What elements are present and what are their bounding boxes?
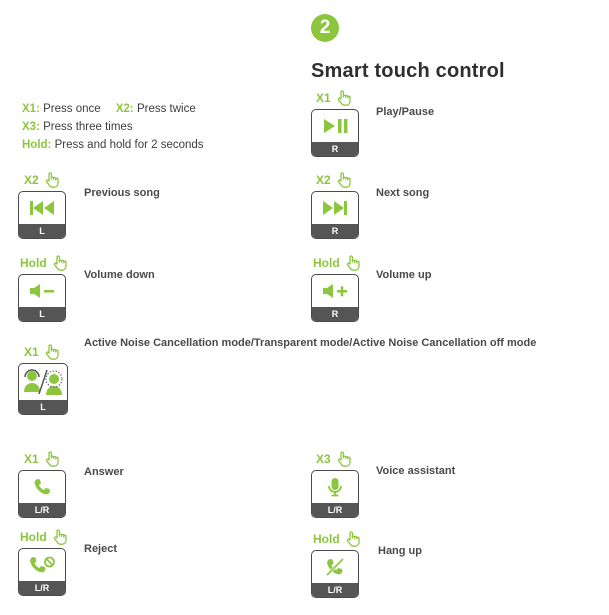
microphone-icon	[328, 478, 342, 497]
play-pause-icon	[324, 119, 348, 133]
tap-hand-icon	[45, 451, 59, 467]
answer-button[interactable]: L/R	[18, 470, 66, 518]
anc-mode-icon	[24, 369, 63, 395]
legend-line-1: X1: Press once X2: Press twice	[22, 103, 196, 115]
anc-mode-button[interactable]: L	[18, 363, 68, 415]
tap-hand-icon	[337, 172, 351, 188]
answer-label: Answer	[84, 466, 124, 478]
gesture-reject: Hold	[20, 528, 67, 546]
gesture-label: Hold	[313, 532, 340, 546]
gesture-label: X3	[316, 452, 331, 466]
voice-assistant-button[interactable]: L/R	[311, 470, 359, 518]
gesture-label: Hold	[20, 530, 47, 544]
earbud-side-label: R	[312, 307, 358, 321]
next-track-icon	[323, 201, 347, 215]
play-pause-button[interactable]: R	[311, 109, 359, 157]
tap-hand-icon	[53, 255, 67, 271]
gesture-label: X1	[316, 91, 331, 105]
gesture-label: Hold	[20, 256, 47, 270]
gesture-label: X2	[316, 173, 331, 187]
tap-hand-icon	[45, 172, 59, 188]
legend-x3-key: X3:	[22, 121, 40, 133]
tap-hand-icon	[45, 344, 59, 360]
earbud-side-label: L/R	[312, 583, 358, 597]
legend-hold-key: Hold:	[22, 139, 52, 151]
earbud-side-label: L	[19, 400, 67, 414]
earbud-side-label: L/R	[312, 503, 358, 517]
tap-hand-icon	[337, 90, 351, 106]
legend-x1-key: X1:	[22, 103, 40, 115]
previous-song-label: Previous song	[84, 187, 160, 199]
earbud-side-label: L/R	[19, 581, 65, 595]
earbud-side-label: R	[312, 142, 358, 156]
legend-line-2: X3: Press three times	[22, 121, 133, 133]
tap-hand-icon	[337, 451, 351, 467]
gesture-label: X2	[24, 173, 39, 187]
gesture-label: Hold	[313, 256, 340, 270]
volume-up-button[interactable]: R	[311, 274, 359, 322]
legend-x2-text: Press twice	[136, 103, 196, 115]
earbud-side-label: L/R	[19, 503, 65, 517]
gesture-volume-down: Hold	[20, 254, 67, 272]
reject-button[interactable]: L/R	[18, 548, 66, 596]
step-number-badge: 2	[311, 14, 339, 42]
anc-mode-label: Active Noise Cancellation mode/Transpare…	[84, 337, 537, 349]
gesture-label: X1	[24, 345, 39, 359]
gesture-next-song: X2	[316, 171, 351, 189]
voice-assistant-label: Voice assistant	[376, 465, 456, 477]
volume-down-label: Volume down	[84, 269, 155, 281]
volume-up-icon	[323, 284, 347, 298]
volume-down-icon	[30, 284, 54, 298]
tap-hand-icon	[346, 531, 360, 547]
gesture-hang-up: Hold	[313, 530, 360, 548]
legend-x2-key: X2:	[115, 103, 134, 115]
earbud-side-label: L	[19, 224, 65, 238]
legend-x3-text: Press three times	[43, 121, 133, 133]
previous-track-icon	[30, 201, 54, 215]
gesture-voice-assistant: X3	[316, 450, 351, 468]
earbud-side-label: L	[19, 307, 65, 321]
next-song-label: Next song	[376, 187, 430, 199]
previous-song-button[interactable]: L	[18, 191, 66, 239]
gesture-anc-mode: X1	[24, 343, 59, 361]
gesture-label: X1	[24, 452, 39, 466]
gesture-previous-song: X2	[24, 171, 59, 189]
volume-up-label: Volume up	[376, 269, 432, 281]
hang-up-label: Hang up	[378, 545, 422, 557]
step-number: 2	[319, 17, 331, 38]
tap-hand-icon	[346, 255, 360, 271]
section-title: Smart touch control	[311, 60, 505, 82]
legend-line-3: Hold: Press and hold for 2 seconds	[22, 139, 204, 151]
hang-up-button[interactable]: L/R	[311, 550, 359, 598]
gesture-answer: X1	[24, 450, 59, 468]
hang-up-icon	[325, 557, 345, 577]
volume-down-button[interactable]: L	[18, 274, 66, 322]
earbud-side-label: R	[312, 224, 358, 238]
gesture-volume-up: Hold	[313, 254, 360, 272]
gesture-play-pause: X1	[316, 89, 351, 107]
phone-icon	[34, 479, 50, 495]
tap-hand-icon	[53, 529, 67, 545]
reject-call-icon	[30, 556, 55, 573]
legend-hold-text: Press and hold for 2 seconds	[54, 139, 204, 151]
play-pause-label: Play/Pause	[376, 106, 435, 118]
next-song-button[interactable]: R	[311, 191, 359, 239]
legend-x1-text: Press once	[43, 103, 101, 115]
reject-label: Reject	[84, 543, 118, 555]
